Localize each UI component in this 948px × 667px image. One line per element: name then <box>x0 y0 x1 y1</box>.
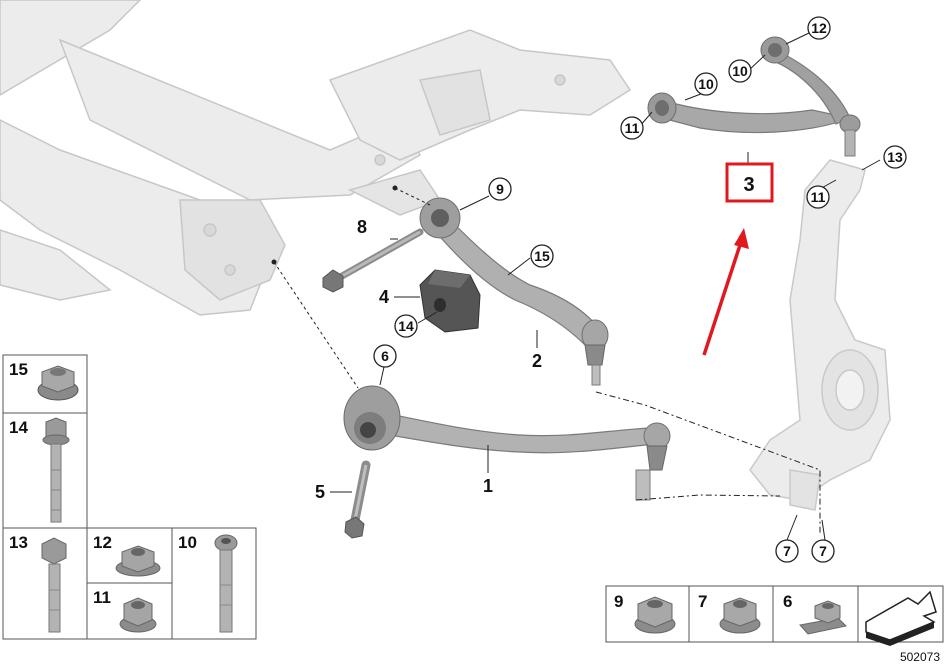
torx-bolt-icon <box>214 534 238 633</box>
steering-knuckle <box>749 159 891 511</box>
callout-6: 6 <box>373 344 397 368</box>
svg-text:6: 6 <box>783 592 792 611</box>
callout-10-b: 10 <box>728 59 752 83</box>
svg-text:13: 13 <box>9 533 28 552</box>
cage-nut-icon <box>799 600 848 635</box>
svg-text:12: 12 <box>811 20 827 36</box>
svg-text:11: 11 <box>93 588 111 607</box>
callout-7-b: 7 <box>811 539 835 563</box>
red-pointer-arrow <box>702 228 749 356</box>
callout-14: 14 <box>394 314 418 338</box>
bolt-5 <box>344 460 371 539</box>
legend-cell-14: 14 <box>9 417 70 523</box>
self-locking-nut-icon <box>115 545 161 577</box>
legend-cell-13: 13 <box>9 533 67 633</box>
part-2-label: 2 <box>532 351 542 371</box>
legend-cell-9: 9 <box>614 592 676 634</box>
flange-nut-icon <box>37 365 79 401</box>
legend-left <box>2 354 257 640</box>
part-3-highlight: 3 <box>725 162 774 203</box>
callout-12: 12 <box>807 16 831 40</box>
svg-text:7: 7 <box>783 543 791 559</box>
legend-cell-10: 10 <box>178 533 238 633</box>
svg-text:7: 7 <box>698 592 707 611</box>
part-1-label: 1 <box>483 476 493 496</box>
svg-text:13: 13 <box>887 149 903 165</box>
callout-7-a: 7 <box>775 539 799 563</box>
svg-text:11: 11 <box>625 120 640 136</box>
legend-cell-direction <box>865 590 937 646</box>
rubber-mount <box>419 269 481 333</box>
hex-bolt-icon <box>41 537 67 633</box>
legend-cell-6: 6 <box>783 592 848 635</box>
part-5-label: 5 <box>315 482 325 502</box>
svg-text:9: 9 <box>614 592 623 611</box>
svg-text:14: 14 <box>398 318 414 334</box>
upper-control-arm <box>647 36 861 157</box>
svg-text:12: 12 <box>93 533 112 552</box>
hex-flange-nut-icon <box>119 597 157 633</box>
legend-cell-15: 15 <box>9 360 79 401</box>
callout-10-a: 10 <box>694 72 718 96</box>
svg-text:15: 15 <box>9 360 28 379</box>
front-subframe <box>0 0 632 316</box>
tension-strut <box>419 197 609 386</box>
bolt-8 <box>322 228 424 293</box>
svg-text:15: 15 <box>534 248 550 264</box>
callout-9: 9 <box>488 177 512 201</box>
direction-arrow-icon <box>865 590 937 646</box>
part-8-label: 8 <box>357 217 367 237</box>
lower-control-arm <box>343 385 671 501</box>
callout-13: 13 <box>883 145 907 169</box>
svg-text:10: 10 <box>178 533 197 552</box>
svg-text:10: 10 <box>698 76 714 92</box>
flange-bolt-long-icon <box>42 417 70 523</box>
legend-right <box>605 585 944 643</box>
leader-lines <box>330 32 881 541</box>
svg-text:7: 7 <box>819 543 827 559</box>
svg-text:6: 6 <box>381 348 389 364</box>
legend-cell-12: 12 <box>93 533 161 577</box>
part-4-label: 4 <box>379 287 389 307</box>
reference-number: 502073 <box>900 650 940 664</box>
collar-nut-icon <box>719 597 761 634</box>
legend-cell-11: 11 <box>93 588 157 633</box>
svg-text:14: 14 <box>9 418 28 437</box>
svg-text:9: 9 <box>496 181 504 197</box>
callout-11-a: 11 <box>620 116 644 140</box>
hex-nut-icon <box>634 596 676 634</box>
legend-cell-7: 7 <box>698 592 761 634</box>
reference-dotted-lines <box>271 185 821 535</box>
part-3-label: 3 <box>743 174 754 196</box>
svg-text:10: 10 <box>732 63 748 79</box>
callout-15: 15 <box>530 244 554 268</box>
callout-11-b: 11 <box>806 185 830 209</box>
svg-text:11: 11 <box>811 189 826 205</box>
